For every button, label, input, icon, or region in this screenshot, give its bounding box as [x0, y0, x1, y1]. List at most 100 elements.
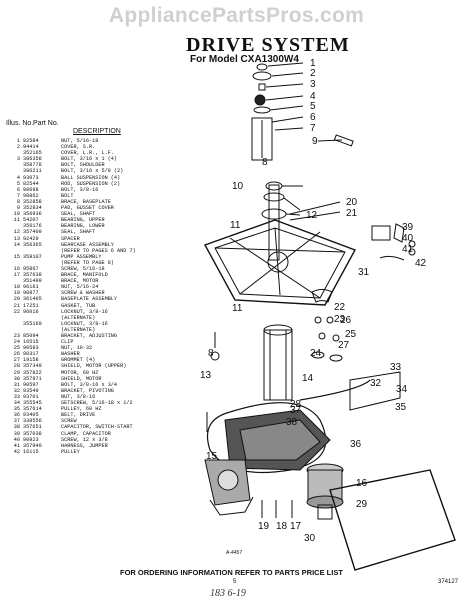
parts-part-number: 352858 [23, 198, 42, 205]
parts-description: LOCKNUT, 3/8-16 [61, 308, 108, 315]
parts-illus-number: 7 [16, 192, 20, 199]
parts-description: BEARING, UPPER [61, 217, 105, 224]
parts-illus-number: 24 [13, 339, 20, 346]
callout-14: 14 [302, 373, 314, 384]
parts-part-number: 90583 [23, 345, 39, 352]
parts-part-number: 96161 [23, 284, 39, 291]
parts-illus-number: 1 [16, 138, 20, 144]
parts-part-number: 356936 [23, 211, 42, 218]
parts-illus-number: 13 [13, 235, 20, 242]
parts-part-number: 351499 [23, 278, 42, 285]
parts-part-number: 16115 [23, 448, 39, 455]
parts-description: NUT, 5/16-18 [61, 138, 99, 144]
bolt-part [258, 83, 266, 91]
parts-description: BRACE, BASEPLATE [61, 198, 111, 205]
parts-part-number: 16515 [23, 339, 39, 346]
parts-description: SCREW, 5/16-18 [61, 265, 105, 272]
callout-25: 25 [345, 329, 357, 340]
parts-illus-number: 14 [13, 241, 20, 248]
parts-description: PULLEY [61, 448, 80, 455]
parts-illus-number: 18 [13, 284, 20, 291]
document-number: 374127 [438, 579, 459, 585]
parts-description: COVER, S.R. [61, 144, 96, 151]
parts-illus-number: 19 [13, 290, 20, 297]
parts-illus-number: 12 [13, 229, 20, 236]
parts-description: CLAMP, CAPACITOR [61, 430, 111, 437]
callout-9: 9 [312, 136, 318, 147]
parts-description: PAD, GUSSET COVER [61, 205, 114, 212]
parts-part-number: 357971 [23, 375, 42, 382]
callout-21: 21 [346, 208, 358, 219]
page-title: DRIVE SYSTEM [186, 34, 350, 56]
parts-part-number: 95867 [23, 265, 39, 272]
parts-illus-number: 10 [13, 211, 20, 218]
baseplate-part [203, 219, 357, 306]
parts-part-number: 357940 [23, 442, 42, 449]
harness-part [379, 255, 405, 261]
parts-description: BOLT [61, 192, 74, 199]
parts-description: CAPACITOR, SWITCH-START [61, 424, 133, 431]
parts-part-number: 96016 [23, 308, 39, 315]
page-subtitle: For Model CXA1300W4 [190, 54, 299, 65]
parts-illus-number: 17 [13, 272, 20, 279]
parts-illus-number: 11 [13, 217, 20, 224]
parts-illus-number: 3 [16, 156, 20, 163]
callout-2: 2 [310, 68, 316, 79]
capacitor-part [393, 223, 405, 243]
callout-40: 40 [402, 233, 414, 244]
parts-description: SCREW & WASHER [61, 290, 105, 297]
rod-cap-part [253, 106, 271, 114]
callout-35: 35 [395, 402, 407, 413]
callout-33: 33 [390, 362, 402, 373]
parts-description: BASEPLATE ASSEMBLY [61, 296, 118, 303]
parts-part-number: 98862 [23, 192, 39, 199]
callout-12: 12 [306, 210, 318, 221]
callout-5: 5 [310, 101, 316, 112]
parts-part-number: 90923 [23, 436, 39, 443]
callout-11: 11 [230, 220, 241, 231]
parts-part-number: 90597 [23, 381, 39, 388]
callout-39: 39 [402, 222, 414, 233]
parts-part-number: 352834 [23, 205, 42, 212]
callout-24: 24 [310, 348, 322, 359]
callout-26: 26 [340, 315, 352, 326]
callout-11: 11 [232, 303, 243, 314]
parts-part-number: 357038 [23, 430, 42, 437]
watermark: AppliancePartsPros.com [108, 4, 365, 27]
callout-29: 29 [356, 499, 368, 510]
parts-part-number: 82544 [23, 180, 39, 187]
parts-part-number: 386358 [23, 156, 42, 163]
parts-illus-number: 2 [16, 144, 20, 151]
column-header-description: DESCRIPTION [73, 128, 121, 135]
parts-part-number: 357638 [23, 272, 42, 279]
bracket-adjusting-part [311, 289, 333, 303]
parts-part-number: 92429 [23, 235, 39, 242]
parts-description: CLIP [61, 339, 74, 346]
callout-28: 28 [290, 399, 302, 410]
parts-part-number: 92584 [23, 138, 39, 144]
parts-part-number: 93549 [23, 387, 39, 394]
parts-illus-number: 40 [13, 436, 20, 443]
parts-illus-number: 35 [13, 406, 20, 413]
parts-description: BOLT, 3/16 x 5/8 (2) [61, 168, 124, 175]
